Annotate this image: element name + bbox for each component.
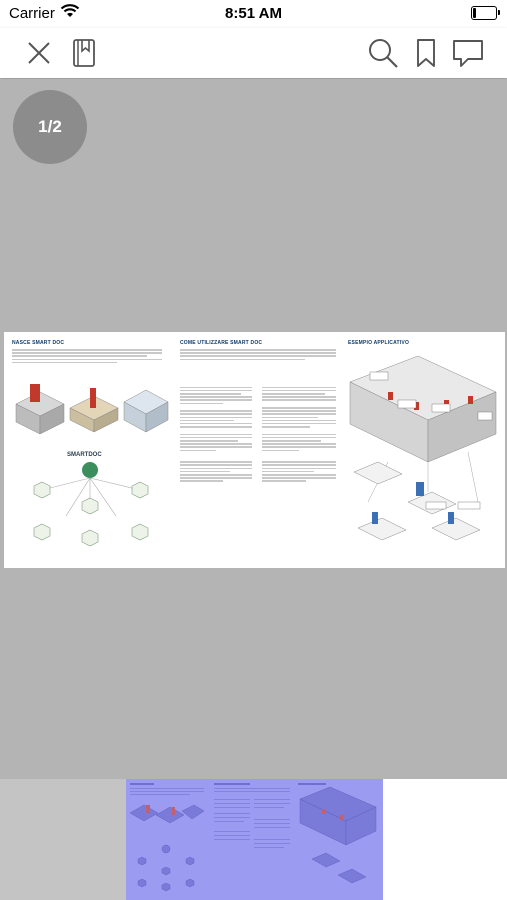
column-title: COME UTILIZZARE SMART DOC — [180, 340, 263, 346]
comment-button[interactable] — [451, 36, 485, 70]
book-outline-icon — [73, 39, 95, 67]
status-bar: Carrier 8:51 AM — [0, 0, 507, 28]
paragraph-lines — [262, 385, 336, 484]
column-title: NASCE SMART DOC — [12, 340, 65, 346]
paragraph-lines — [12, 349, 162, 364]
close-button[interactable] — [22, 36, 56, 70]
search-icon — [369, 39, 398, 68]
page-thumbnail-current[interactable] — [126, 779, 383, 900]
search-button[interactable] — [366, 36, 400, 70]
wifi-icon — [60, 3, 80, 23]
thumbnail-preview — [129, 783, 377, 892]
column-esempio-applicativo: ESEMPIO APPLICATIVO — [348, 340, 498, 560]
paragraph-lines — [180, 385, 252, 484]
document-viewer[interactable]: 1/2 NASCE SMART DOC SMART — [0, 79, 507, 779]
battery-icon — [471, 6, 500, 20]
column-come-utilizzare: COME UTILIZZARE SMART DOC — [180, 340, 340, 560]
page-indicator: 1/2 — [13, 90, 87, 164]
paragraph-lines — [180, 349, 336, 361]
column-title: ESEMPIO APPLICATIVO — [348, 340, 410, 346]
brand-label: SMARTDOC — [67, 452, 102, 458]
comment-icon — [453, 40, 483, 67]
pdf-page[interactable]: NASCE SMART DOC SMARTDOC — [4, 332, 505, 568]
carrier-label: Carrier — [9, 5, 55, 22]
column-nasce-smart-doc: NASCE SMART DOC SMARTDOC — [12, 340, 170, 560]
reader-toolbar — [0, 28, 507, 78]
bookmark-icon — [417, 39, 435, 67]
close-icon — [28, 42, 50, 64]
bookmark-button[interactable] — [409, 36, 443, 70]
thumbnail-empty-area — [383, 779, 507, 900]
thumbnail-strip — [0, 779, 507, 900]
clock: 8:51 AM — [225, 5, 282, 22]
smartdoc-illustration: SMARTDOC — [15, 384, 169, 547]
outline-button[interactable] — [67, 36, 101, 70]
factory-illustration — [349, 355, 497, 541]
